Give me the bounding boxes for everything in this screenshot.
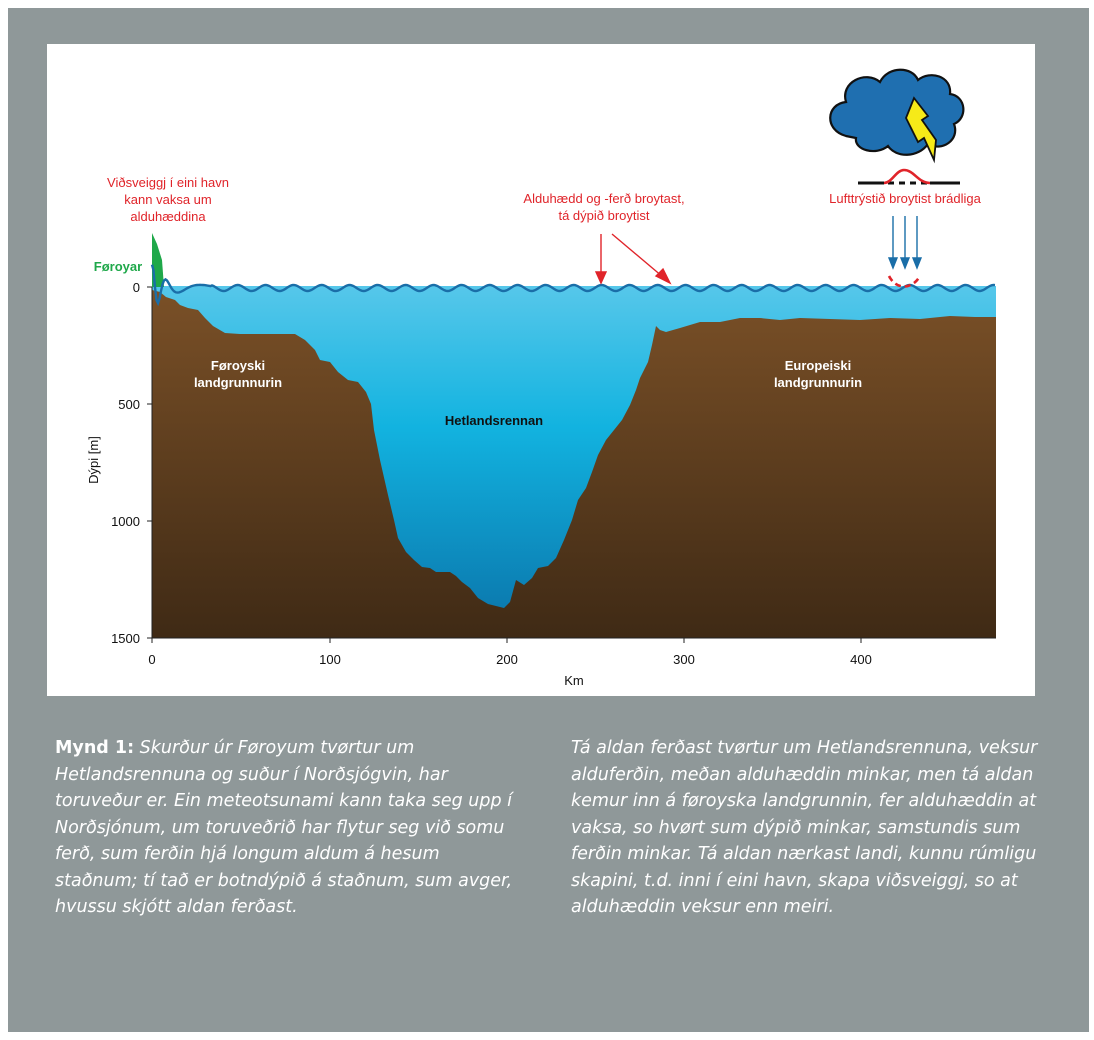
european-shelf-label: Europeiski — [785, 358, 851, 373]
pressure-change-annotation: Lufttrýstið broytist brádliga — [829, 191, 982, 206]
y-tick-label: 0 — [133, 280, 140, 295]
pressure-arrow-icon — [887, 216, 899, 270]
y-axis — [147, 286, 153, 639]
x-tick-label: 200 — [496, 652, 518, 667]
faroese-shelf-label: Føroyski — [211, 358, 265, 373]
pressure-profile-line — [858, 168, 960, 185]
storm-cloud-icon — [829, 68, 965, 156]
channel-label: Hetlandsrennan — [445, 413, 543, 428]
depth-change-arrows — [594, 233, 672, 285]
faroe-island-shape — [152, 233, 164, 287]
faroese-shelf-label: landgrunnurin — [194, 375, 282, 390]
caption-left: Mynd 1: Skurður úr Føroyum tvørtur um He… — [55, 735, 525, 921]
x-axis-label: Km — [564, 673, 584, 688]
depth-change-annotation: Alduhædd og -ferð broytast, — [523, 191, 684, 206]
harbour-resonance-annotation: kann vaksa um — [124, 192, 211, 207]
x-axis — [151, 637, 996, 643]
harbour-resonance-annotation: Viðsveiggj í eini havn — [107, 175, 229, 190]
y-axis-label: Dýpi [m] — [86, 436, 101, 484]
x-tick-label: 100 — [319, 652, 341, 667]
harbour-resonance-annotation: alduhæddina — [130, 209, 206, 224]
x-tick-label: 300 — [673, 652, 695, 667]
sea-surface-wave — [150, 264, 996, 307]
lightning-icon — [905, 96, 937, 164]
depth-change-annotation: tá dýpið broytist — [558, 208, 649, 223]
seabed-profile — [152, 290, 996, 638]
y-tick-label: 1000 — [111, 514, 140, 529]
faroe-islands-label: Føroyar — [94, 259, 142, 274]
pressure-arrow-icon — [899, 216, 911, 270]
y-tick-label: 1500 — [111, 631, 140, 646]
caption-right: Tá aldan ferðast tvørtur um Hetlandsrenn… — [571, 738, 1038, 917]
caption-label: Mynd 1: — [55, 738, 135, 758]
y-tick-label: 500 — [118, 397, 140, 412]
x-tick-label: 400 — [850, 652, 872, 667]
x-tick-label: 0 — [148, 652, 155, 667]
european-shelf-label: landgrunnurin — [774, 375, 862, 390]
pressure-arrow-icon — [911, 216, 923, 270]
surface-depression — [887, 275, 922, 288]
caption-left-text: Skurður úr Føroyum tvørtur um Hetlandsre… — [55, 738, 513, 917]
